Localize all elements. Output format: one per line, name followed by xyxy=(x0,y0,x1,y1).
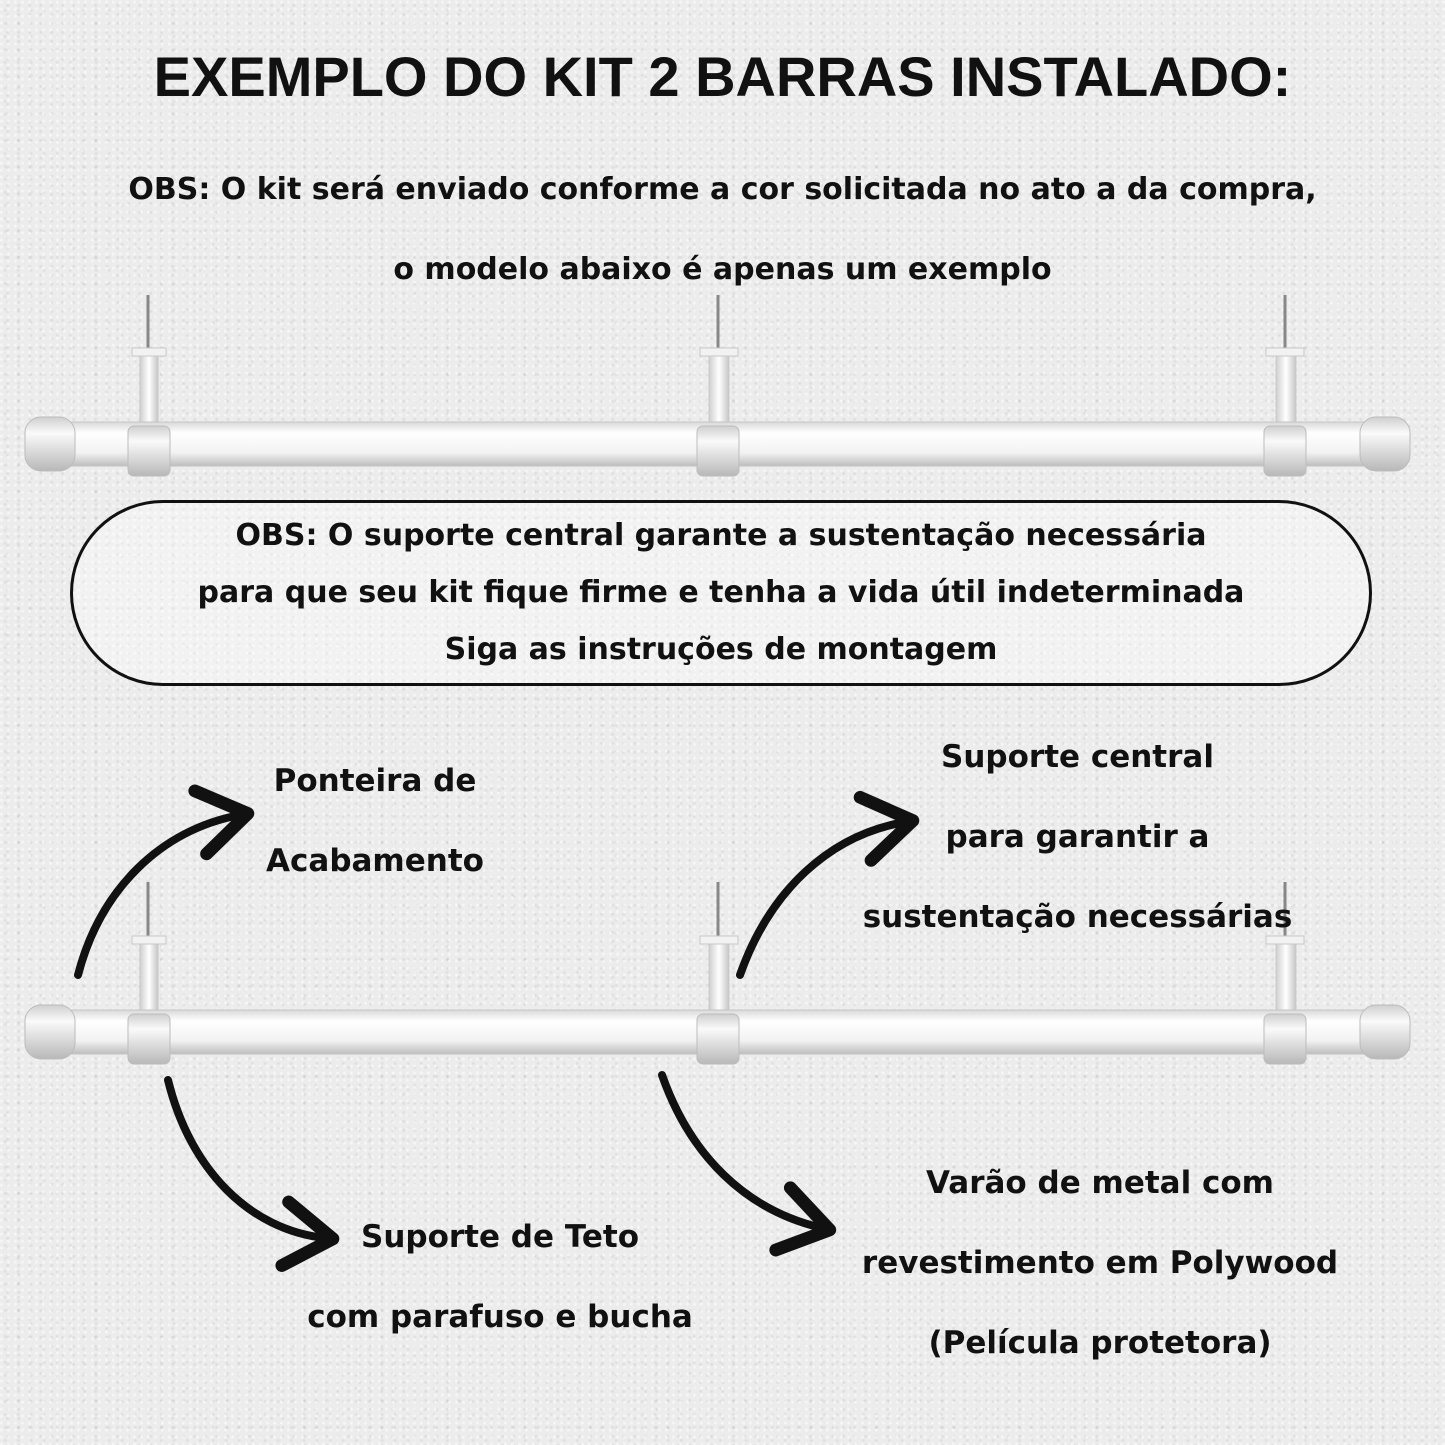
arrow-to-suporte-central xyxy=(736,790,920,979)
end-cap-right xyxy=(1359,416,1411,472)
end-cap-left-2 xyxy=(24,1004,76,1060)
label-suporte-central-3: sustentação necessárias xyxy=(862,899,1293,935)
ceiling-bracket-right xyxy=(1265,295,1305,427)
label-varao-2: revestimento em Polywood xyxy=(861,1245,1339,1281)
end-cap-right-2 xyxy=(1359,1004,1411,1060)
ceiling-bracket-right-2 xyxy=(1265,882,1305,1015)
label-varao-3: (Película protetora) xyxy=(928,1325,1272,1361)
support-notice-line-2: para que seu kit fique firme e tenha a v… xyxy=(197,575,1245,610)
arrow-to-suporte-teto xyxy=(164,1076,340,1272)
label-suporte-teto-1: Suporte de Teto xyxy=(361,1219,639,1255)
label-suporte-central-1: Suporte central xyxy=(941,739,1214,775)
ceiling-bracket-left-2 xyxy=(131,882,167,1015)
label-ponteira-2: Acabamento xyxy=(266,843,484,879)
support-notice-line-3: Siga as instruções de montagem xyxy=(444,632,998,667)
label-suporte-central-2: para garantir a xyxy=(945,819,1210,855)
curtain-rod-bottom xyxy=(24,882,1411,1065)
arrow-to-varao xyxy=(658,1071,837,1257)
label-suporte-teto-2: com parafuso e bucha xyxy=(307,1299,693,1335)
support-notice-box xyxy=(70,500,1372,686)
ceiling-bracket-center xyxy=(699,295,739,427)
end-cap-left xyxy=(24,416,76,472)
arrow-to-ponteira xyxy=(74,784,255,979)
ceiling-bracket-left xyxy=(131,295,167,427)
notice-line-1: OBS: O kit será enviado conforme a cor s… xyxy=(128,172,1317,207)
support-notice-line-1: OBS: O suporte central garante a sustent… xyxy=(235,518,1207,553)
ceiling-bracket-center-2 xyxy=(699,882,739,1015)
label-ponteira-1: Ponteira de xyxy=(273,763,477,799)
curtain-rod-top xyxy=(24,295,1411,477)
notice-line-2: o modelo abaixo é apenas um exemplo xyxy=(393,252,1052,287)
page-title: EXEMPLO DO KIT 2 BARRAS INSTALADO: xyxy=(153,45,1292,108)
label-varao-1: Varão de metal com xyxy=(926,1165,1274,1201)
